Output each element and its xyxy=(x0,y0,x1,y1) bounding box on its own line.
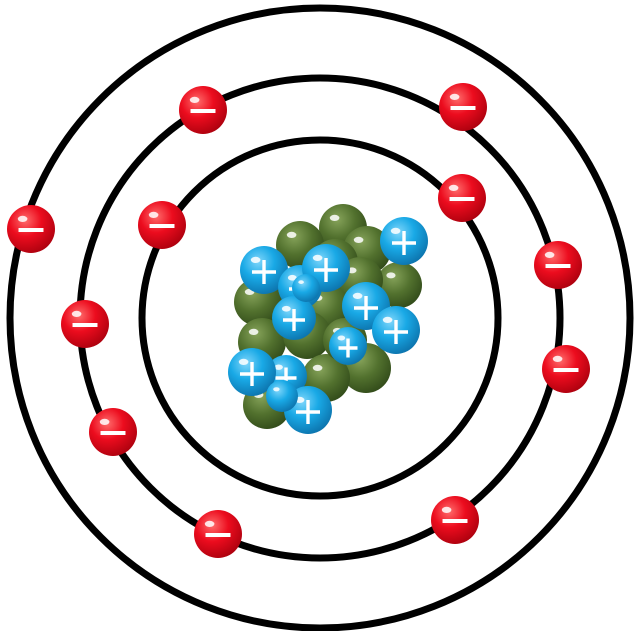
proton-highlight xyxy=(298,280,304,284)
proton xyxy=(380,217,428,265)
neutron-highlight xyxy=(353,236,364,244)
plus-sign-icon xyxy=(296,400,320,424)
plus-sign-icon xyxy=(392,231,416,255)
plus-sign-icon xyxy=(384,320,408,344)
electron xyxy=(194,510,242,558)
electron-highlight xyxy=(71,310,82,318)
electron xyxy=(138,201,186,249)
proton-highlight xyxy=(390,227,401,235)
electron xyxy=(542,345,590,393)
electron-highlight xyxy=(148,211,159,219)
proton xyxy=(228,348,276,396)
proton xyxy=(266,380,298,412)
electron xyxy=(534,241,582,289)
electron-highlight xyxy=(544,251,555,259)
proton-sphere xyxy=(292,274,320,302)
electron-highlight xyxy=(449,93,460,101)
orbit-inner xyxy=(138,136,502,500)
neutron-highlight xyxy=(248,328,259,336)
proton-highlight xyxy=(274,364,283,370)
electron xyxy=(179,86,227,134)
proton xyxy=(292,274,320,302)
electron-highlight xyxy=(204,520,215,528)
proton-highlight xyxy=(250,256,261,264)
electron xyxy=(439,83,487,131)
proton-sphere xyxy=(266,380,298,412)
electrons xyxy=(7,83,590,558)
proton xyxy=(372,306,420,354)
neutron-highlight xyxy=(286,231,297,239)
electron-highlight xyxy=(441,506,452,514)
neutron-highlight xyxy=(386,272,396,279)
proton-highlight xyxy=(382,316,393,324)
neutron-highlight xyxy=(312,364,323,372)
proton xyxy=(272,296,316,340)
nucleus xyxy=(228,204,428,434)
plus-sign-icon xyxy=(314,258,338,282)
proton-highlight xyxy=(273,387,280,392)
neutron-highlight xyxy=(329,214,340,222)
proton-highlight xyxy=(352,292,363,300)
plus-sign-icon xyxy=(338,338,358,358)
plus-sign-icon xyxy=(283,309,305,331)
proton-highlight xyxy=(287,274,297,281)
electron xyxy=(61,300,109,348)
orbit-outer xyxy=(6,4,634,631)
proton-highlight xyxy=(238,358,249,366)
electron-highlight xyxy=(17,215,28,223)
proton-highlight xyxy=(337,335,346,341)
plus-sign-icon xyxy=(252,260,276,284)
electron xyxy=(431,496,479,544)
plus-sign-icon xyxy=(354,296,378,320)
electron-highlight xyxy=(189,96,200,104)
proton xyxy=(329,327,367,365)
proton-highlight xyxy=(312,254,323,262)
electron-highlight xyxy=(552,355,563,363)
electron xyxy=(438,174,486,222)
electron xyxy=(89,408,137,456)
proton xyxy=(240,246,288,294)
plus-sign-icon xyxy=(240,362,264,386)
proton-highlight xyxy=(281,305,291,312)
electron-highlight xyxy=(448,184,459,192)
electron-highlight xyxy=(99,418,110,426)
electron xyxy=(7,205,55,253)
